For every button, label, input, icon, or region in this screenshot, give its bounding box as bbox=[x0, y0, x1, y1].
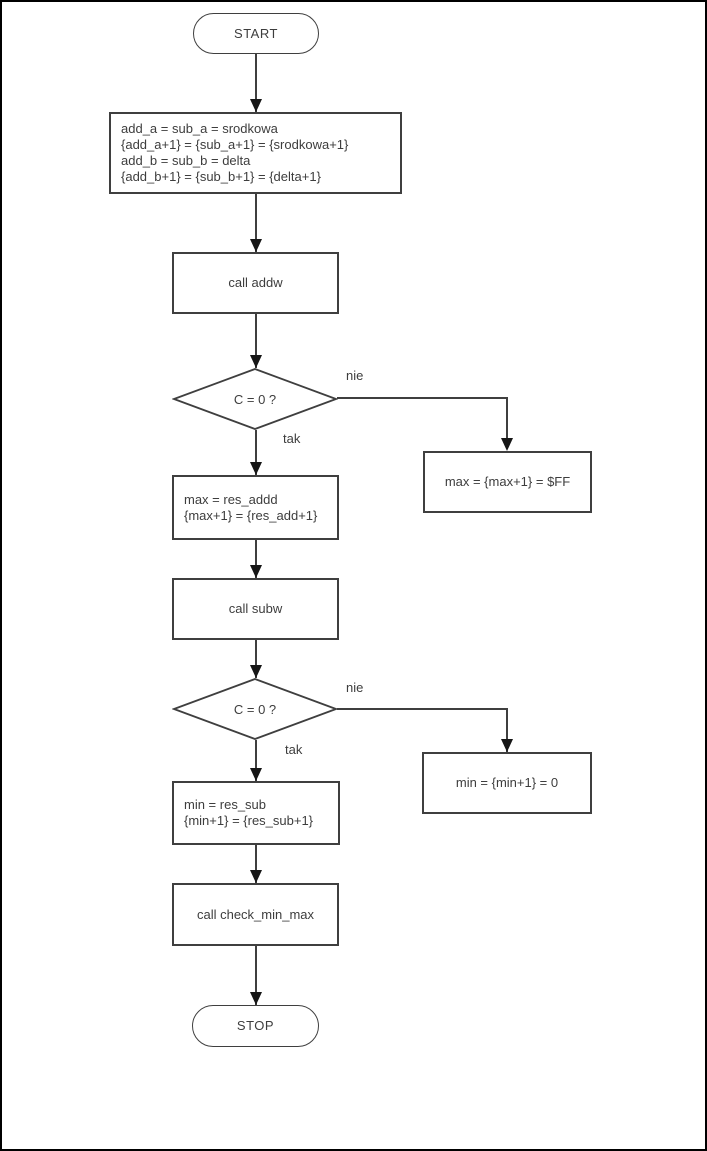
max-overflow-label: max = {max+1} = $FF bbox=[444, 474, 571, 489]
arrowhead-icon bbox=[250, 768, 262, 781]
arrowhead-icon bbox=[250, 665, 262, 678]
stop-label: STOP bbox=[236, 1018, 275, 1033]
store-min-line: {min+1} = {res_sub+1} bbox=[184, 813, 314, 828]
arrowhead-icon bbox=[250, 99, 262, 112]
decision-sub-label: C = 0 ? bbox=[233, 701, 277, 717]
decision-add-diamond bbox=[171, 368, 339, 430]
arrowhead-icon bbox=[250, 992, 262, 1005]
decision-sub-no-label: nie bbox=[346, 680, 364, 695]
connector-line bbox=[255, 194, 257, 252]
init-process-box: add_a = sub_a = srodkowa {add_a+1} = {su… bbox=[109, 112, 402, 194]
max-overflow-box: max = {max+1} = $FF bbox=[423, 451, 592, 513]
arrowhead-icon bbox=[250, 870, 262, 883]
call-addw-label: call addw bbox=[228, 275, 283, 290]
init-line: {add_a+1} = {sub_a+1} = {srodkowa+1} bbox=[121, 137, 349, 152]
stop-terminal: STOP bbox=[192, 1005, 319, 1047]
arrowhead-icon bbox=[250, 355, 262, 368]
call-subw-label: call subw bbox=[228, 601, 283, 616]
arrowhead-icon bbox=[501, 739, 513, 752]
arrowhead-icon bbox=[250, 462, 262, 475]
decision-add-label: C = 0 ? bbox=[233, 391, 277, 407]
init-line: {add_b+1} = {sub_b+1} = {delta+1} bbox=[121, 169, 321, 184]
arrowhead-icon bbox=[250, 239, 262, 252]
connector-line bbox=[337, 708, 508, 710]
connector-line bbox=[337, 397, 508, 399]
connector-line bbox=[255, 640, 257, 678]
call-check-label: call check_min_max bbox=[196, 906, 315, 922]
connector-line bbox=[255, 740, 257, 781]
decision-add-no-label: nie bbox=[346, 368, 364, 383]
call-addw-box: call addw bbox=[172, 252, 339, 314]
call-check-box: call check_min_max bbox=[172, 883, 339, 946]
store-max-line: max = res_addd bbox=[184, 491, 278, 507]
store-max-box: max = res_addd {max+1} = {res_add+1} bbox=[172, 475, 339, 540]
connector-line bbox=[506, 397, 508, 447]
store-max-line: {max+1} = {res_add+1} bbox=[184, 507, 318, 523]
store-min-line: min = res_sub bbox=[184, 797, 267, 812]
arrowhead-icon bbox=[250, 565, 262, 578]
connector-line bbox=[255, 430, 257, 475]
connector-line bbox=[506, 708, 508, 752]
decision-add-yes-label: tak bbox=[283, 431, 301, 446]
start-label: START bbox=[234, 25, 278, 41]
store-min-box: min = res_sub {min+1} = {res_sub+1} bbox=[172, 781, 340, 845]
min-underflow-label: min = {min+1} = 0 bbox=[455, 775, 559, 790]
connector-line bbox=[255, 845, 257, 883]
connector-line bbox=[255, 54, 257, 112]
init-line: add_a = sub_a = srodkowa bbox=[121, 121, 278, 136]
start-terminal: START bbox=[193, 13, 319, 54]
connector-line bbox=[255, 314, 257, 368]
diamond-shape-icon bbox=[171, 368, 339, 430]
call-subw-box: call subw bbox=[172, 578, 339, 640]
arrowhead-icon bbox=[501, 438, 513, 451]
min-underflow-box: min = {min+1} = 0 bbox=[422, 752, 592, 814]
diamond-shape-icon bbox=[171, 678, 339, 740]
connector-line bbox=[255, 540, 257, 578]
connector-line bbox=[255, 946, 257, 1005]
decision-sub-diamond bbox=[171, 678, 339, 740]
decision-sub-yes-label: tak bbox=[285, 742, 303, 757]
init-line: add_b = sub_b = delta bbox=[121, 153, 251, 168]
